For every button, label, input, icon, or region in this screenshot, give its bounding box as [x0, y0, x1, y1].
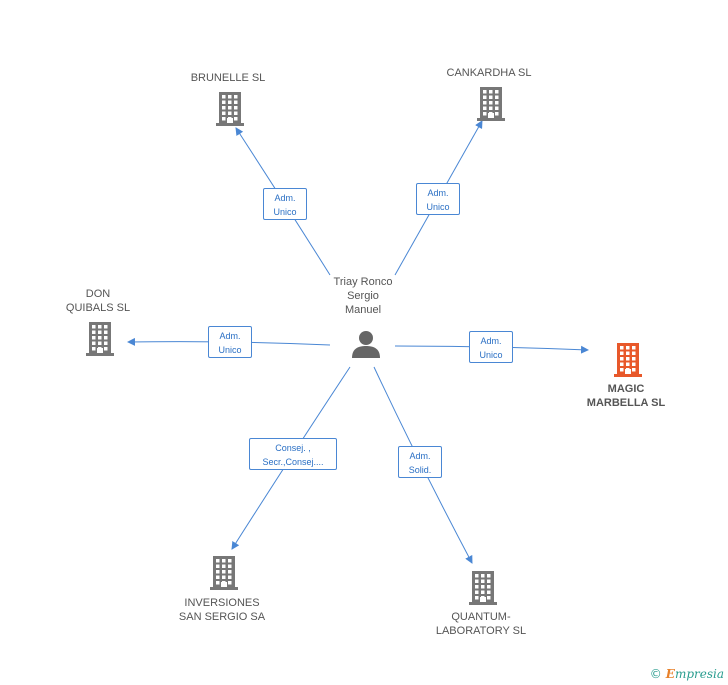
edge-role-label-don-quibals[interactable]: Adm. Unico: [208, 326, 252, 358]
edge-role-label-inversiones[interactable]: Consej. , Secr.,Consej....: [249, 438, 337, 470]
company-label-magic-marbella[interactable]: MAGIC MARBELLA SL: [586, 383, 666, 409]
company-label-don-quibals[interactable]: DON QUIBALS SL: [65, 288, 131, 314]
focus-building-icon[interactable]: [614, 343, 642, 382]
edge-role-label-brunelle[interactable]: Adm. Unico: [263, 188, 307, 220]
building-icon[interactable]: [477, 87, 505, 126]
person-icon[interactable]: [351, 330, 381, 363]
footer-brand: ©Empresia: [650, 667, 724, 681]
building-icon[interactable]: [86, 322, 114, 361]
company-label-quantum[interactable]: QUANTUM- LABORATORY SL: [435, 611, 527, 637]
company-label-inversiones[interactable]: INVERSIONES SAN SERGIO SA: [178, 597, 266, 623]
building-icon[interactable]: [469, 571, 497, 610]
brand-initial: E: [665, 667, 675, 681]
building-icon[interactable]: [210, 556, 238, 595]
edge-role-label-magic-marbella[interactable]: Adm. Unico: [469, 331, 513, 363]
edge-role-label-quantum[interactable]: Adm. Solid.: [398, 446, 442, 478]
building-icon[interactable]: [216, 92, 244, 131]
company-label-brunelle[interactable]: BRUNELLE SL: [190, 72, 266, 84]
center-person-label[interactable]: Triay Ronco Sergio Manuel: [333, 276, 393, 316]
edge-role-label-cankardha[interactable]: Adm. Unico: [416, 183, 460, 215]
brand-name: mpresia: [674, 667, 724, 681]
company-label-cankardha[interactable]: CANKARDHA SL: [446, 67, 532, 79]
copyright-icon: ©: [649, 667, 662, 681]
